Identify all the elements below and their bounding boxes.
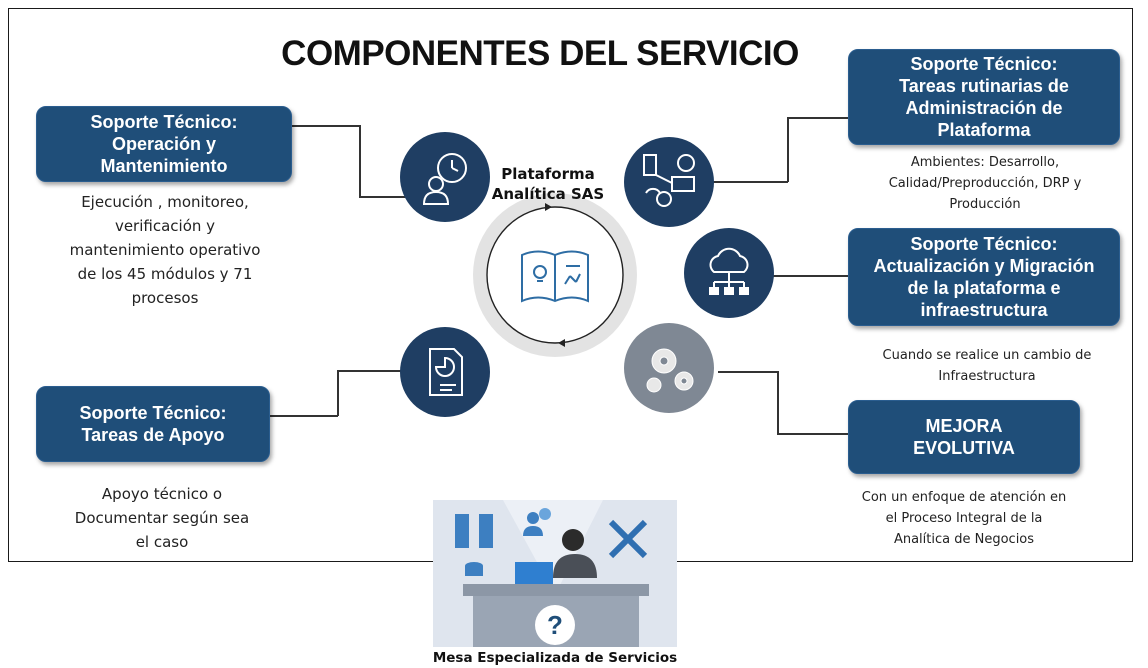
box-line: Soporte Técnico: [90, 112, 238, 132]
clock-person-icon [400, 132, 490, 222]
connector-line [337, 370, 339, 416]
box-line: Mantenimiento [100, 156, 228, 176]
desc-line: Documentar según sea [74, 509, 250, 527]
box-line: de la plataforma e [907, 278, 1061, 298]
service-desk-illustration: ? [433, 500, 677, 647]
center-label-line: Plataforma [501, 165, 595, 183]
desc-mejora: Con un enfoque de atención en el Proceso… [836, 487, 1092, 550]
desc-line: Producción [949, 197, 1021, 212]
box-tareas-apoyo: Soporte Técnico: Tareas de Apoyo [36, 386, 270, 462]
box-line: Actualización y Migración [873, 256, 1095, 276]
box-line: Soporte Técnico: [910, 234, 1058, 254]
desc-line: verificación y [114, 217, 216, 235]
box-line: Administración de [905, 98, 1063, 118]
box-mejora-evolutiva: MEJORA EVOLUTIVA [848, 400, 1080, 474]
box-actualizacion-migracion: Soporte Técnico: Actualización y Migraci… [848, 228, 1120, 326]
desc-line: Infraestructura [938, 369, 1036, 384]
devices-network-icon [624, 137, 714, 227]
connector-line [777, 371, 779, 434]
desc-line: Calidad/Preproducción, DRP y [888, 176, 1082, 191]
connector-line [712, 181, 788, 183]
desc-line: el caso [135, 533, 189, 551]
connector-line [337, 370, 405, 372]
box-line: MEJORA [925, 416, 1003, 436]
report-chart-icon [400, 327, 490, 417]
center-label-line: Analítica SAS [491, 185, 605, 203]
box-line: Plataforma [937, 120, 1031, 140]
box-line: Tareas de Apoyo [81, 425, 225, 445]
connector-line [787, 117, 849, 119]
connector-line [292, 125, 360, 127]
svg-text:?: ? [547, 610, 563, 640]
connector-line [718, 371, 778, 373]
gears-icon [624, 323, 714, 413]
desc-line: de los 45 módulos y 71 [77, 265, 253, 283]
desc-administracion: Ambientes: Desarrollo, Calidad/Preproduc… [860, 152, 1110, 215]
desc-line: Ejecución , monitoreo, [81, 193, 249, 211]
desc-line: el Proceso Integral de la [885, 511, 1043, 526]
connector-line [359, 196, 407, 198]
desc-apoyo: Apoyo técnico o Documentar según sea el … [62, 482, 262, 554]
illustration-caption: Mesa Especializada de Servicios [432, 650, 678, 666]
desc-operacion: Ejecución , monitoreo, verificación y ma… [40, 190, 290, 310]
box-line: Soporte Técnico: [79, 403, 227, 423]
desc-actualizacion: Cuando se realice un cambio de Infraestr… [852, 345, 1122, 387]
desc-line: Ambientes: Desarrollo, [910, 155, 1060, 170]
box-line: Tareas rutinarias de [899, 76, 1069, 96]
box-line: Operación y [111, 134, 217, 154]
desc-line: Con un enfoque de atención en [861, 490, 1067, 505]
box-line: Soporte Técnico: [910, 54, 1058, 74]
connector-line [787, 117, 789, 182]
cloud-network-icon [684, 228, 774, 318]
desc-line: mantenimiento operativo [69, 241, 261, 259]
connector-line [270, 415, 338, 417]
desc-line: Analítica de Negocios [893, 532, 1035, 547]
connector-line [359, 125, 361, 197]
desc-line: procesos [131, 289, 199, 307]
connector-line [772, 275, 850, 277]
page-title: COMPONENTES DEL SERVICIO [281, 34, 799, 73]
box-line: EVOLUTIVA [913, 438, 1015, 458]
connector-line [777, 433, 849, 435]
center-label: Plataforma Analítica SAS [478, 164, 618, 204]
desc-line: Apoyo técnico o [101, 485, 223, 503]
desc-line: Cuando se realice un cambio de [882, 348, 1092, 363]
box-tareas-administracion: Soporte Técnico: Tareas rutinarias de Ad… [848, 49, 1120, 145]
platform-cycle-diagram [473, 193, 637, 357]
box-line: infraestructura [920, 300, 1048, 320]
box-operacion-mantenimiento: Soporte Técnico: Operación y Mantenimien… [36, 106, 292, 182]
